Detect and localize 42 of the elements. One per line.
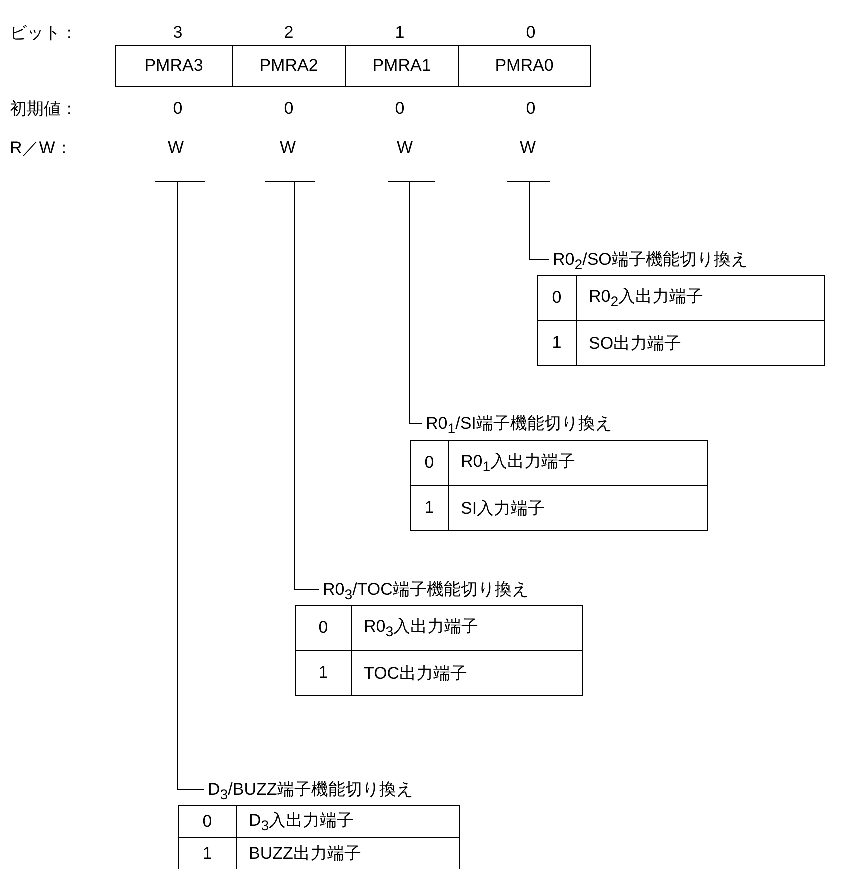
initial-value: 0 xyxy=(395,99,405,119)
initial-value: 0 xyxy=(173,99,183,119)
row-label: R／W： xyxy=(10,138,72,160)
register-cell: PMRA0 xyxy=(458,45,591,87)
table-cell: D$_{3}$入出力端子 xyxy=(236,806,460,838)
access-mode: W xyxy=(396,138,414,158)
leader-line xyxy=(154,182,206,790)
table-cell: 1 xyxy=(538,320,576,366)
table-heading: R0$_{1}$/SI端子機能切り換え xyxy=(426,413,612,438)
table-cell: R0$_{2}$入出力端子 xyxy=(576,276,824,320)
table-cell: 0 xyxy=(296,606,352,650)
table-heading: D$_{3}$/BUZZ端子機能切り換え xyxy=(208,779,414,804)
table-cell: 1 xyxy=(178,838,236,869)
table-cell: R0$_{1}$入出力端子 xyxy=(448,440,708,486)
table-heading: R0$_{3}$/TOC端子機能切り換え xyxy=(323,579,529,604)
leader-line xyxy=(388,182,436,424)
access-mode: W xyxy=(520,138,536,158)
table-cell: 1 xyxy=(296,650,352,696)
bit-number: 0 xyxy=(526,23,536,43)
bit-number: 1 xyxy=(395,23,405,43)
bit-number: 3 xyxy=(173,23,183,43)
register-cell: PMRA1 xyxy=(345,45,459,87)
table-cell: 0 xyxy=(410,440,448,486)
table-heading: R0$_{2}$/SO端子機能切り換え xyxy=(553,249,748,274)
register-cell: PMRA3 xyxy=(115,45,233,87)
row-label: 初期値： xyxy=(10,98,78,120)
row-label: ビット： xyxy=(10,22,78,44)
table-cell: TOC出力端子 xyxy=(352,650,582,696)
initial-value: 0 xyxy=(284,99,294,119)
table-cell: 0 xyxy=(178,806,236,838)
table-cell: R0$_{3}$入出力端子 xyxy=(352,606,582,650)
leader-line xyxy=(506,182,550,260)
bit-number: 2 xyxy=(284,23,294,43)
table-cell: SI入力端子 xyxy=(448,486,708,530)
access-mode: W xyxy=(168,138,184,158)
table-cell: 1 xyxy=(410,486,448,530)
initial-value: 0 xyxy=(526,99,536,119)
table-cell: 0 xyxy=(538,276,576,320)
register-cell: PMRA2 xyxy=(232,45,346,87)
access-mode: W xyxy=(280,138,296,158)
leader-line xyxy=(264,182,320,590)
table-cell: SO出力端子 xyxy=(576,320,824,366)
